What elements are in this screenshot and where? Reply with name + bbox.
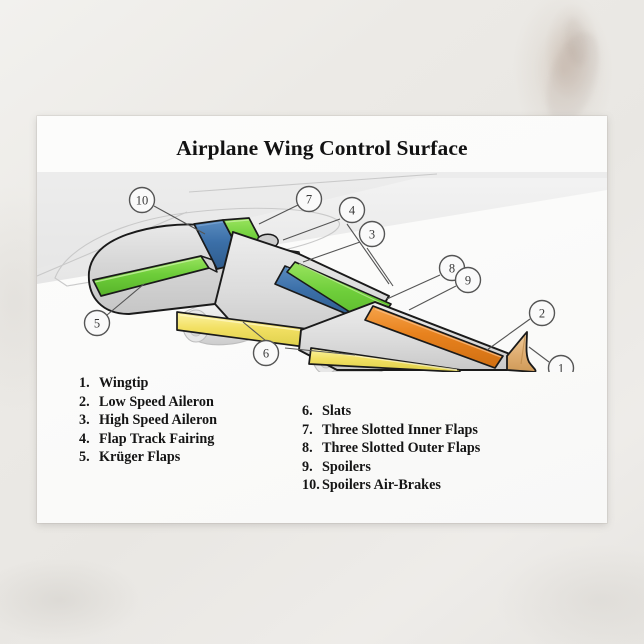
callout-4[interactable]: 4: [338, 196, 366, 224]
legend-item-7-label: Three Slotted Inner Flaps: [322, 421, 478, 438]
legend-item-9: 9. Spoilers: [302, 458, 480, 477]
callout-10[interactable]: 10: [128, 186, 156, 214]
callout-9[interactable]: 9: [454, 266, 482, 294]
callout-6-label: 6: [263, 347, 269, 361]
leader-1: [528, 346, 550, 363]
leader-7: [258, 204, 299, 225]
legend-item-7: 7. Three Slotted Inner Flaps: [302, 421, 480, 440]
legend-item-8: 8. Three Slotted Outer Flaps: [302, 439, 480, 458]
callout-7-label: 7: [306, 193, 312, 207]
legend-item-4: 4. Flap Track Fairing: [79, 430, 217, 449]
legend-item-6: 6. Slats: [302, 402, 480, 421]
legend-item-10-label: Spoilers Air-Brakes: [322, 477, 441, 494]
legend-item-3: 3. High Speed Aileron: [79, 411, 217, 430]
callout-7[interactable]: 7: [295, 185, 323, 213]
high-speed-aileron-surface: [364, 305, 504, 369]
legend-item-10: 10.Spoilers Air-Brakes: [302, 476, 480, 495]
callout-8-label: 8: [449, 262, 455, 276]
callout-2[interactable]: 2: [528, 299, 556, 327]
legend-item-8-label: Three Slotted Outer Flaps: [322, 440, 481, 457]
legend: 1. Wingtip 2. Low Speed Aileron 3. High Spe…: [37, 374, 607, 504]
legend-item-1: 1. Wingtip: [79, 374, 217, 393]
kruger-flaps-surface: [92, 255, 218, 297]
callout-5-label: 5: [94, 317, 100, 331]
leader-3a: [302, 241, 361, 263]
callout-3-label: 3: [369, 228, 375, 242]
leader-lines: [106, 204, 550, 363]
leader-4a: [282, 218, 341, 241]
legend-item-1-num: 1.: [79, 375, 90, 391]
callout-9-label: 9: [465, 274, 471, 288]
legend-item-9-label: Spoilers: [322, 458, 371, 475]
legend-item-7-num: 7.: [302, 421, 313, 438]
legend-item-2: 2. Low Speed Aileron: [79, 393, 217, 412]
legend-item-3-num: 3.: [79, 412, 90, 429]
leader-9: [408, 285, 457, 311]
legend-item-8-num: 8.: [302, 440, 313, 457]
legend-item-1-label: Wingtip: [99, 375, 149, 391]
legend-item-5: 5. Krüger Flaps: [79, 448, 217, 467]
legend-item-6-num: 6.: [302, 403, 313, 419]
wingtip-surface: [506, 331, 537, 372]
callout-1[interactable]: 1: [547, 354, 575, 373]
leader-4b: [346, 223, 390, 285]
leader-6b: [284, 347, 356, 356]
callout-10-label: 10: [136, 194, 149, 208]
leader-8: [386, 274, 441, 300]
legend-item-9-num: 9.: [302, 458, 313, 475]
callout-4-label: 4: [349, 204, 356, 218]
legend-item-4-num: 4.: [79, 430, 90, 447]
legend-item-2-label: Low Speed Aileron: [99, 393, 214, 410]
leader-10: [153, 205, 206, 235]
legend-item-5-num: 5.: [79, 449, 90, 466]
callout-3[interactable]: 3: [358, 220, 386, 248]
leader-5: [106, 283, 145, 316]
callout-6[interactable]: 6: [252, 339, 280, 367]
legend-item-3-label: High Speed Aileron: [99, 412, 217, 429]
legend-right-column: 6. Slats 7. Three Slotted Inner Flaps 8. Th…: [302, 402, 480, 495]
wing-diagram: 10 7 4 3 8: [37, 172, 607, 372]
page-title: Airplane Wing Control Surface: [176, 136, 468, 160]
legend-item-5-label: Krüger Flaps: [99, 449, 181, 466]
callout-1-label: 1: [558, 362, 564, 372]
leader-2: [486, 318, 531, 351]
postcard: Airplane Wing Control Surface: [37, 116, 607, 523]
legend-item-4-label: Flap Track Fairing: [99, 430, 215, 447]
callout-2-label: 2: [539, 307, 545, 321]
leader-3b: [366, 247, 394, 287]
legend-item-6-label: Slats: [322, 403, 352, 419]
legend-left-column: 1. Wingtip 2. Low Speed Aileron 3. High Spe…: [79, 374, 217, 467]
legend-item-2-num: 2.: [79, 393, 90, 410]
legend-item-10-num: 10.: [302, 477, 320, 494]
callout-5[interactable]: 5: [83, 309, 111, 337]
